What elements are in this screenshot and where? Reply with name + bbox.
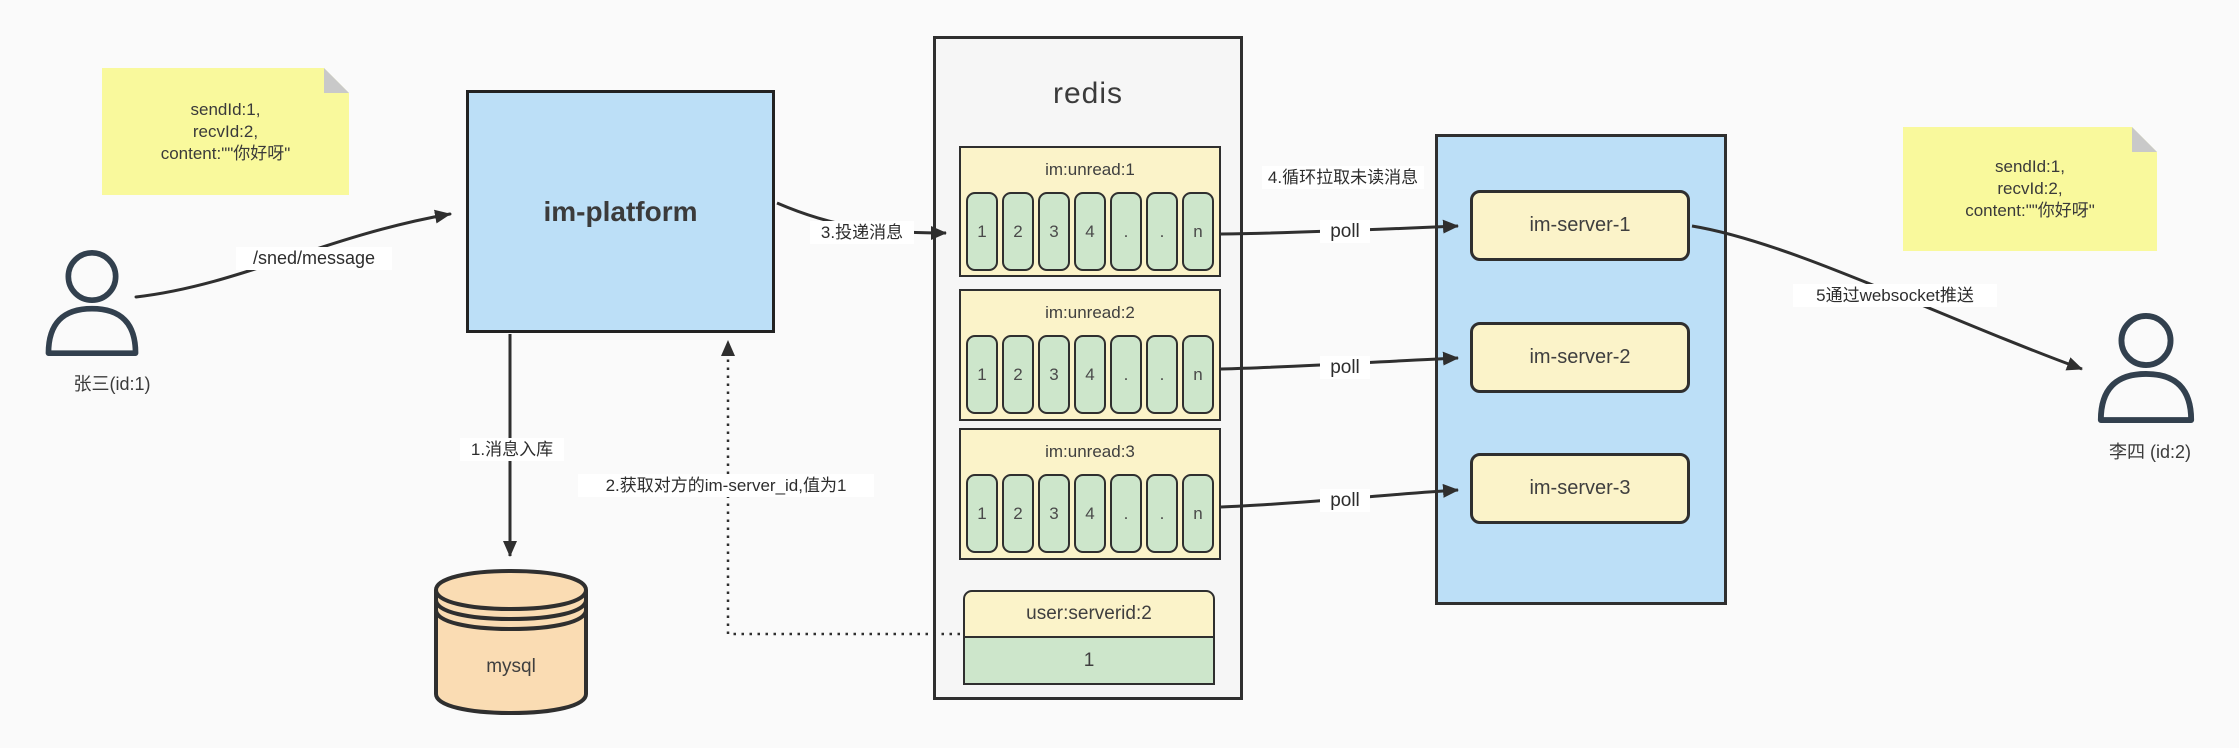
user-receiver-label: 李四 (id:2) [2108,442,2191,462]
edge-poll-2-label: poll [1320,356,1370,379]
queue-cell: 1 [966,335,998,414]
arrow-ws-push [1691,224,2083,371]
redis-queue-2: im:unread:2 1 2 3 4 . . n [959,289,1221,421]
queue-1-header: im:unread:1 [1045,160,1135,179]
server-node-2: im-server-2 [1470,322,1690,393]
queue-cell: 3 [1038,474,1070,553]
note-fold-icon [2132,127,2157,152]
kv-key: user:serverid:2 [963,590,1215,638]
edge-poll-loop-label: 4.循环拉取未读消息 [1262,166,1424,189]
queue-2-cells: 1 2 3 4 . . n [961,335,1219,414]
note-right-line3: content:""你好呀" [1965,201,2095,220]
note-right-line2: recvId:2, [1997,179,2063,198]
note-left-line2: recvId:2, [192,121,259,141]
user-sender-icon [38,250,146,356]
queue-cell: . [1110,192,1142,271]
queue-cell: 1 [966,474,998,553]
server-3-label: im-server-3 [1529,477,1631,499]
queue-cell: . [1110,335,1142,414]
redis-queue-3: im:unread:3 1 2 3 4 . . n [959,428,1221,560]
sticky-note-left: sendId:1, recvId:2, content:""你好呀" [102,68,349,195]
queue-cell: 3 [1038,192,1070,271]
queue-cell: . [1146,335,1178,414]
queue-cell: . [1146,474,1178,553]
server-node-3: im-server-3 [1470,453,1690,524]
edge-poll-3-label: poll [1320,489,1370,512]
kv-value: 1 [963,638,1215,685]
server-1-label: im-server-1 [1529,214,1631,236]
queue-cell: 2 [1002,474,1034,553]
queue-cell: n [1182,474,1214,553]
queue-cell: 2 [1002,335,1034,414]
redis-title: redis [1052,77,1124,110]
edge-poll-1-label: poll [1320,220,1370,243]
queue-cell: n [1182,192,1214,271]
queue-cell: 4 [1074,474,1106,553]
user-receiver-icon [2092,312,2200,424]
edge-store-label: 1.消息入库 [460,438,564,461]
redis-queue-1: im:unread:1 1 2 3 4 . . n [959,146,1221,277]
queue-cell: 4 [1074,335,1106,414]
queue-cell: . [1146,192,1178,271]
queue-1-cells: 1 2 3 4 . . n [961,192,1219,271]
edge-send-label: /sned/message [236,247,392,270]
kv-box: user:serverid:2 1 [963,590,1215,685]
server-2-label: im-server-2 [1529,346,1631,368]
note-fold-icon [324,68,349,93]
edge-deliver-label: 3.投递消息 [810,221,914,244]
mysql-label: mysql [486,656,536,677]
queue-cell: 2 [1002,192,1034,271]
im-platform-label: im-platform [543,195,698,227]
queue-cell: 4 [1074,192,1106,271]
user-sender-label: 张三(id:1) [73,374,151,394]
queue-2-header: im:unread:2 [1045,303,1135,322]
note-left-line3: content:""你好呀" [160,143,291,163]
sticky-note-right: sendId:1, recvId:2, content:""你好呀" [1903,127,2157,251]
server-node-1: im-server-1 [1470,190,1690,261]
queue-3-header: im:unread:3 [1045,442,1135,461]
note-left-line1: sendId:1, [190,99,261,119]
queue-cell: 1 [966,192,998,271]
edge-ws-push-label: 5通过websocket推送 [1793,284,1997,307]
queue-cell: 3 [1038,335,1070,414]
queue-3-cells: 1 2 3 4 . . n [961,474,1219,553]
im-platform-node: im-platform [466,90,775,333]
arrow-get-server-id [721,340,960,636]
queue-cell: n [1182,335,1214,414]
edge-get-server-id-label: 2.获取对方的im-server_id,值为1 [578,474,874,497]
note-right-line1: sendId:1, [1995,157,2065,176]
mysql-node: mysql [432,568,590,716]
queue-cell: . [1110,474,1142,553]
